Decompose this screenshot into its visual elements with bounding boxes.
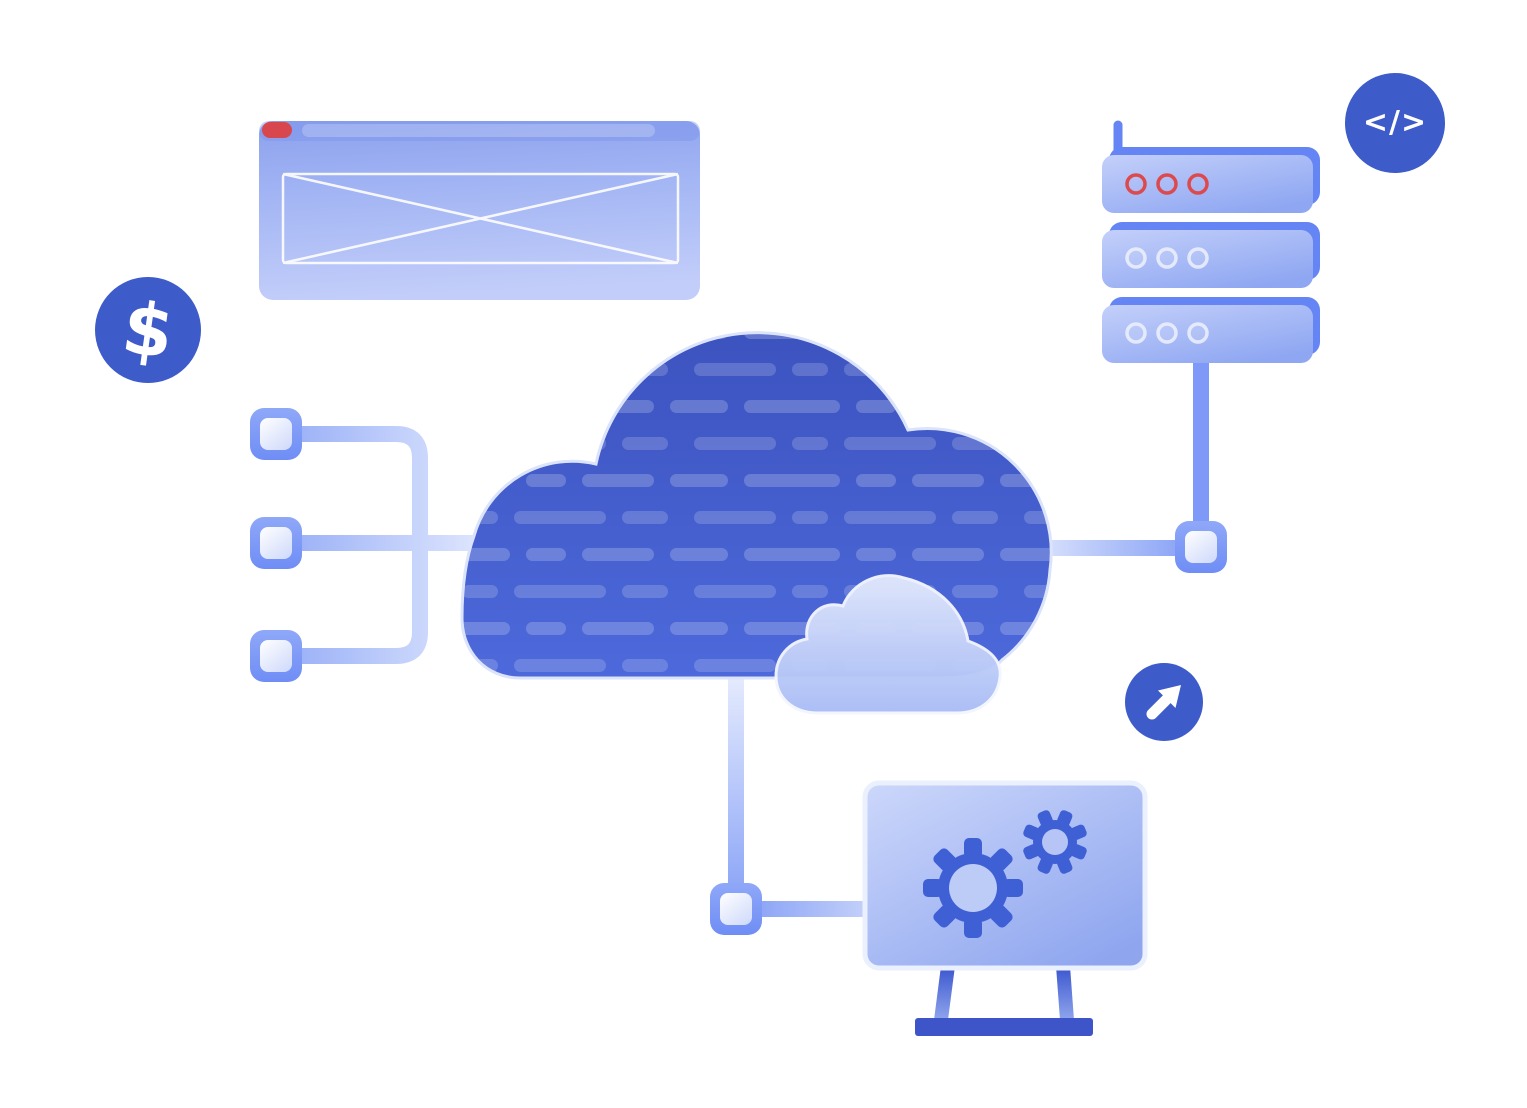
browser-window-body bbox=[259, 121, 700, 300]
node-core bbox=[260, 418, 292, 450]
node-core bbox=[260, 640, 292, 672]
left-connector-lines bbox=[294, 426, 486, 664]
code-icon: </> bbox=[1345, 73, 1445, 173]
gear-small-icon bbox=[1023, 810, 1087, 874]
arrow-glyph bbox=[1146, 685, 1181, 720]
dollar-icon: $ bbox=[95, 277, 201, 383]
node-core bbox=[720, 893, 752, 925]
server-stack bbox=[1102, 120, 1320, 363]
cloud-border bbox=[460, 331, 1053, 680]
monitor-base bbox=[915, 1018, 1093, 1036]
code-glyph: </> bbox=[1362, 105, 1428, 140]
gear-large-hole bbox=[949, 864, 997, 912]
gear-small-hole bbox=[1042, 829, 1068, 855]
monitor bbox=[862, 780, 1148, 1036]
server-leds-white bbox=[1125, 247, 1209, 269]
left-node-middle bbox=[250, 517, 302, 569]
node-core bbox=[260, 527, 292, 559]
gear-large-icon bbox=[923, 838, 1023, 938]
server-leds-red bbox=[1125, 173, 1209, 195]
monitor-leg-left bbox=[934, 966, 955, 1020]
browser-address-bar bbox=[302, 124, 655, 137]
server-unit-2 bbox=[1102, 230, 1313, 288]
left-node-bottom bbox=[250, 630, 302, 682]
monitor-leg-right bbox=[1056, 966, 1074, 1020]
dollar-glyph: $ bbox=[117, 284, 179, 376]
server-unit-1 bbox=[1102, 155, 1313, 213]
browser-window bbox=[259, 121, 700, 300]
browser-title-bar bbox=[259, 121, 700, 141]
browser-close-pill bbox=[262, 122, 292, 138]
left-node-top bbox=[250, 408, 302, 460]
small-cloud bbox=[774, 574, 1002, 715]
right-node bbox=[1175, 521, 1227, 573]
node-core bbox=[1185, 531, 1217, 563]
server-leds-white bbox=[1125, 322, 1209, 344]
server-unit-3 bbox=[1102, 305, 1313, 363]
bottom-node bbox=[710, 883, 762, 935]
image-placeholder-icon bbox=[281, 172, 680, 265]
arrow-up-right-icon bbox=[1125, 663, 1203, 741]
